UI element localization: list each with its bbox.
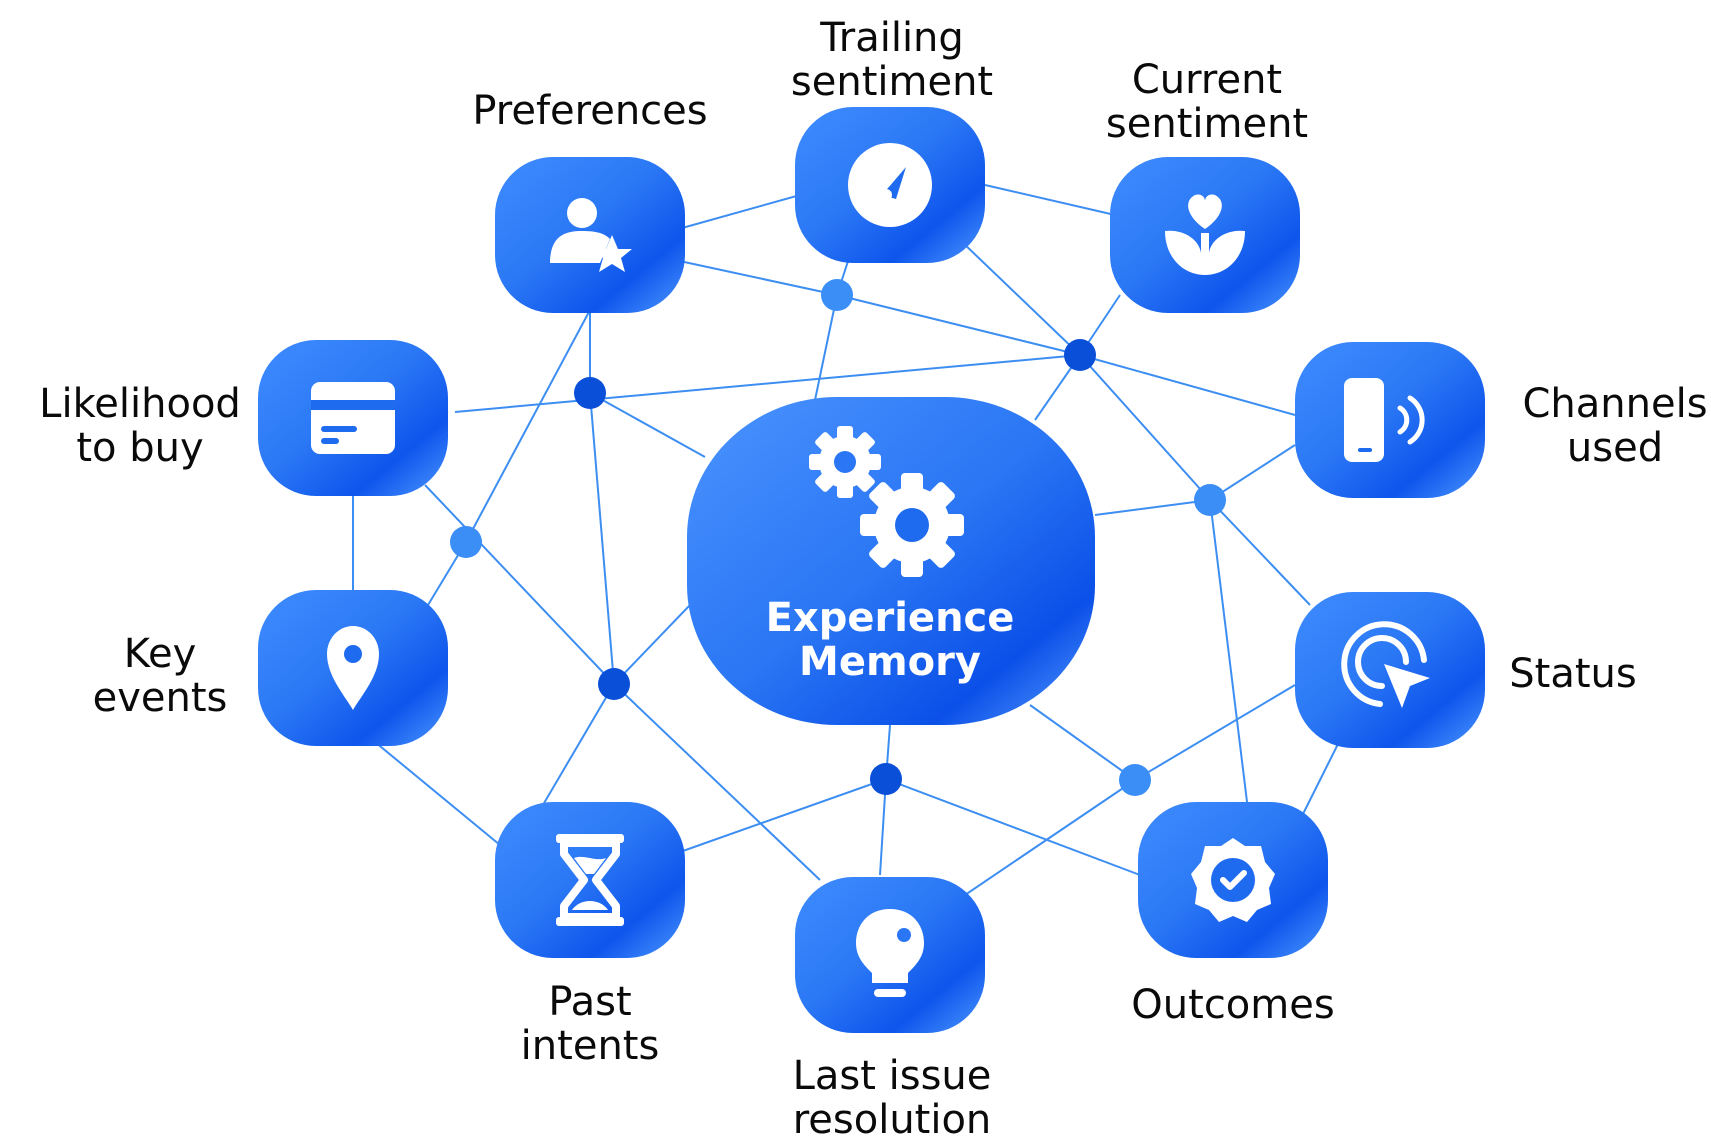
label-line: events	[92, 675, 228, 721]
label-likelihood-to-buy: Likelihood to buy	[39, 382, 241, 470]
tile-trailing-sentiment	[795, 107, 985, 263]
label-line: Preferences	[472, 88, 708, 134]
node-tiles	[258, 107, 1485, 1033]
person-star-icon	[550, 198, 632, 272]
tile-key-events	[258, 590, 448, 746]
label-past-intents: Past intents	[521, 980, 660, 1068]
label-line: Channels	[1522, 381, 1708, 427]
tile-past-intents	[495, 802, 685, 958]
center-title: Experience Memory	[766, 596, 1015, 684]
label-line: Likelihood	[39, 381, 241, 427]
connection-lines	[352, 184, 1341, 896]
label-status: Status	[1509, 652, 1636, 696]
label-line: Key	[123, 631, 197, 677]
tile-preferences	[495, 157, 685, 313]
tile-last-issue-resolution	[795, 877, 985, 1033]
label-line: Current	[1131, 57, 1283, 103]
label-line: resolution	[792, 1097, 992, 1143]
label-line: intents	[520, 1023, 660, 1069]
center-title-line1: Experience	[765, 595, 1015, 641]
center-title-line2: Memory	[799, 639, 981, 685]
lightbulb-icon	[856, 909, 924, 997]
junction-dots	[450, 279, 1226, 796]
label-current-sentiment: Current sentiment	[1106, 58, 1308, 146]
label-line: to buy	[76, 425, 204, 471]
verified-badge-icon	[1191, 838, 1275, 922]
cursor-click-icon	[1341, 621, 1430, 708]
label-line: used	[1566, 425, 1664, 471]
tile-outcomes	[1138, 802, 1328, 958]
credit-card-icon	[311, 382, 395, 454]
label-channels-used: Channels used	[1522, 382, 1707, 470]
label-line: Outcomes	[1131, 982, 1335, 1028]
label-line: sentiment	[1105, 101, 1309, 147]
label-line: Status	[1509, 651, 1637, 697]
heart-plant-icon	[1165, 194, 1245, 275]
label-line: sentiment	[790, 59, 994, 105]
gauge-icon	[848, 143, 932, 227]
label-preferences: Preferences	[472, 89, 707, 133]
tile-status	[1295, 592, 1485, 748]
tile-channels-used	[1295, 342, 1485, 498]
label-line: Last issue	[792, 1053, 992, 1099]
label-trailing-sentiment: Trailing sentiment	[791, 16, 993, 104]
hourglass-icon	[556, 834, 624, 926]
map-pin-icon	[327, 626, 379, 710]
phone-signal-icon	[1344, 378, 1425, 462]
tile-likelihood-to-buy	[258, 340, 448, 496]
gears-icon	[809, 426, 964, 577]
label-line: Trailing	[820, 15, 964, 61]
label-last-issue-resolution: Last issue resolution	[793, 1054, 992, 1142]
experience-memory-hub	[687, 397, 1095, 725]
tile-current-sentiment	[1110, 157, 1300, 313]
label-outcomes: Outcomes	[1131, 983, 1334, 1027]
label-key-events: Key events	[93, 632, 228, 720]
label-line: Past	[548, 979, 632, 1025]
